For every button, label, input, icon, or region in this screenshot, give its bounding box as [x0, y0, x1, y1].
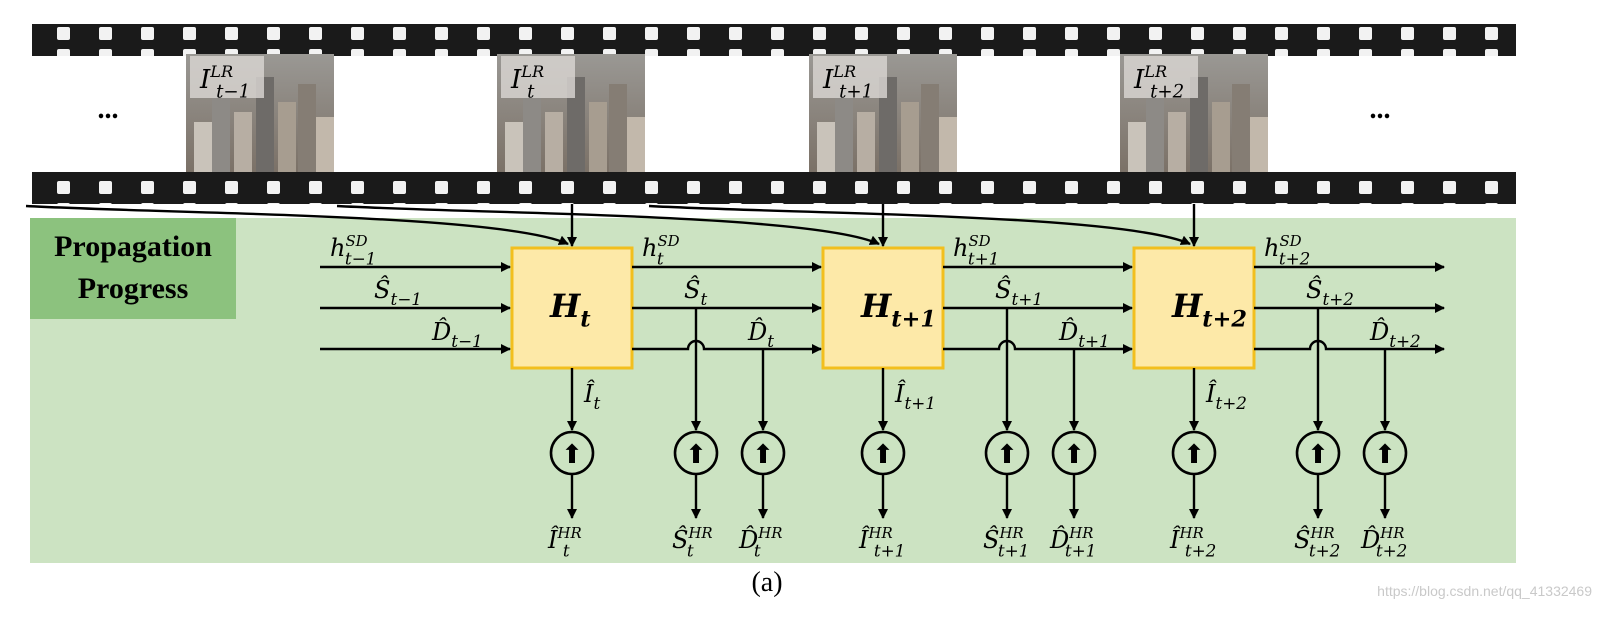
upsample-arrow-icon: ⬆	[752, 440, 774, 469]
recurrent-cell	[821, 246, 945, 370]
upsample-arrow-icon: ⬆	[1307, 440, 1329, 469]
state-label: D̂t+1	[1058, 318, 1110, 352]
building-shape	[835, 92, 853, 172]
panel-title-line-1: Propagation	[54, 230, 212, 263]
frame-label-backdrop	[190, 56, 264, 98]
figure-caption: (a)	[751, 567, 782, 598]
previous-frame-arrow	[648, 204, 1191, 246]
building-shape	[505, 122, 523, 172]
ellipsis-left: ...	[98, 94, 119, 125]
recurrent-cell	[1132, 246, 1256, 370]
ellipsis-right: ...	[1370, 94, 1391, 125]
previous-frame-arrow	[25, 204, 569, 246]
building-shape	[939, 117, 957, 172]
state-label: D̂t	[747, 318, 774, 352]
building-shape	[567, 77, 585, 172]
building-shape	[1168, 112, 1186, 172]
building-shape	[879, 77, 897, 172]
frame-label-backdrop	[813, 56, 887, 98]
lr-frame	[186, 54, 334, 172]
upsample-arrow-icon: ⬆	[561, 440, 583, 469]
state-label: D̂t+2	[1369, 318, 1421, 352]
panel-title-box	[30, 218, 236, 319]
upsample-arrow-icon: ⬆	[1063, 440, 1085, 469]
input-state-label: D̂t−1	[431, 318, 483, 352]
building-shape	[627, 117, 645, 172]
building-shape	[278, 102, 296, 172]
building-shape	[194, 122, 212, 172]
building-shape	[523, 92, 541, 172]
building-shape	[609, 84, 627, 172]
panel-title-line-2: Progress	[78, 272, 189, 305]
frame-label-backdrop	[1124, 56, 1198, 98]
cell-output-label: Ît+2	[1205, 379, 1247, 413]
building-shape	[1212, 102, 1230, 172]
film-top-sprockets	[32, 24, 1516, 56]
lr-frame	[497, 54, 645, 172]
building-shape	[1190, 77, 1208, 172]
upsample-arrow-icon: ⬆	[996, 440, 1018, 469]
cell-label: Ht+2	[1171, 287, 1247, 333]
input-state-label: Ŝt−1	[374, 275, 422, 309]
cell-label: Ht	[549, 287, 591, 333]
upsample-arrow-icon: ⬆	[872, 440, 894, 469]
building-shape	[212, 92, 230, 172]
cell-output-label: Ît	[583, 379, 600, 413]
watermark: https://blog.csdn.net/qq_41332469	[1377, 583, 1592, 599]
building-shape	[857, 112, 875, 172]
upsample-arrow-icon: ⬆	[1374, 440, 1396, 469]
building-shape	[1232, 84, 1250, 172]
building-shape	[921, 84, 939, 172]
state-label: Ŝt+2	[1306, 275, 1354, 309]
building-shape	[1128, 122, 1146, 172]
cell-output-label: Ît+1	[894, 379, 936, 413]
state-label: Ŝt+1	[995, 275, 1043, 309]
state-label: Ŝt	[684, 275, 707, 309]
cell-label: Ht+1	[860, 287, 936, 333]
propagation-panel	[30, 218, 1516, 563]
building-shape	[234, 112, 252, 172]
building-shape	[316, 117, 334, 172]
frame-label-backdrop	[501, 56, 575, 98]
upsample-arrow-icon: ⬆	[1183, 440, 1205, 469]
upsample-arrow-icon: ⬆	[685, 440, 707, 469]
film-bottom-sprockets	[32, 172, 1516, 204]
building-shape	[256, 77, 274, 172]
lr-frame	[1120, 54, 1268, 172]
building-shape	[1250, 117, 1268, 172]
building-shape	[589, 102, 607, 172]
building-shape	[817, 122, 835, 172]
building-shape	[545, 112, 563, 172]
lr-frame	[809, 54, 957, 172]
building-shape	[1146, 92, 1164, 172]
previous-frame-arrow	[336, 204, 880, 246]
building-shape	[901, 102, 919, 172]
building-shape	[298, 84, 316, 172]
